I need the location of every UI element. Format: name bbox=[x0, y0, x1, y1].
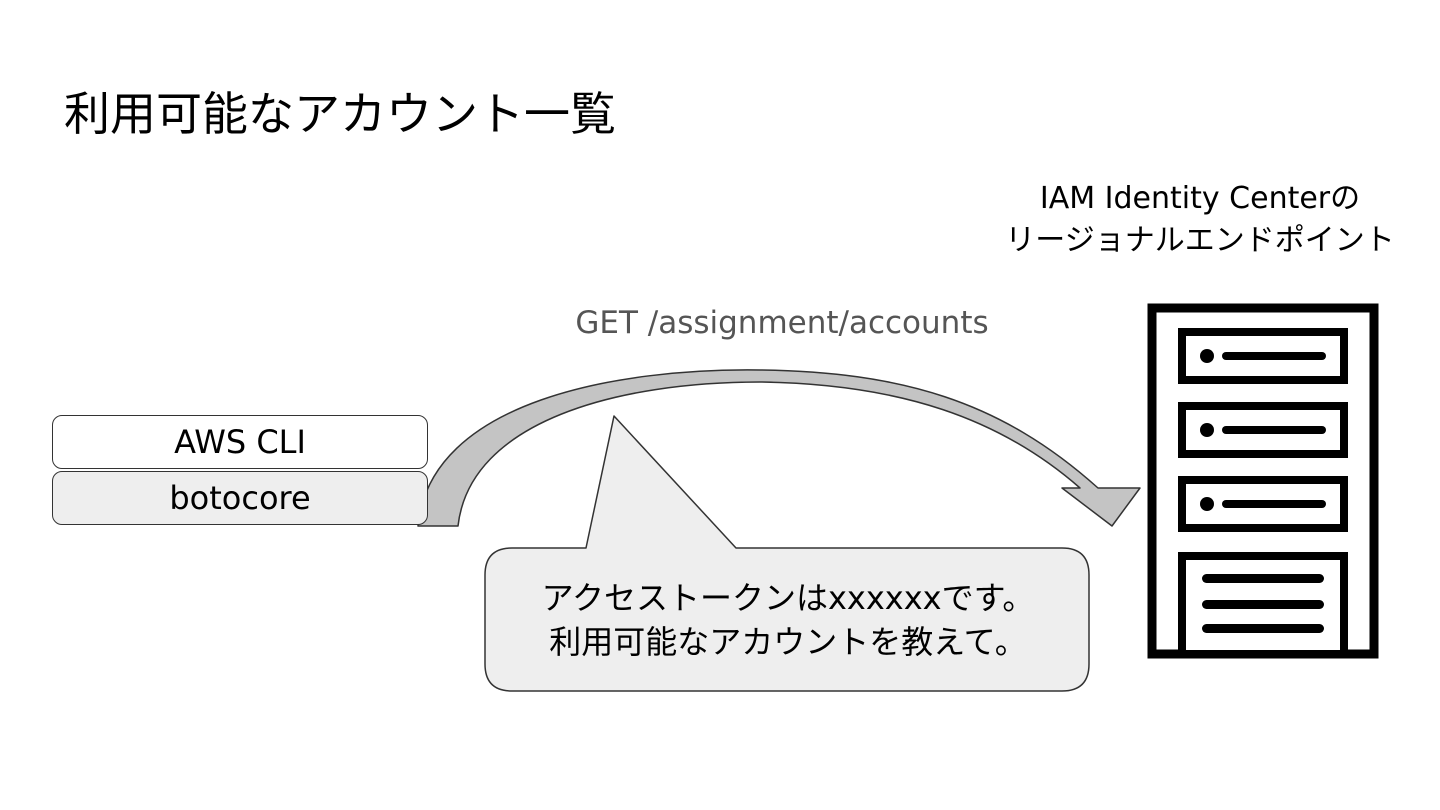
speech-bubble-line2: 利用可能なアカウントを教えて。 bbox=[549, 623, 1027, 661]
botocore-box: botocore bbox=[52, 471, 428, 525]
aws-cli-label: AWS CLI bbox=[174, 423, 306, 461]
endpoint-label-line2: リージョナルエンドポイント bbox=[1005, 223, 1395, 258]
slide-title: 利用可能なアカウント一覧 bbox=[64, 87, 616, 141]
speech-bubble-line1: アクセストークンはxxxxxxです。 bbox=[541, 579, 1035, 617]
request-label: GET /assignment/accounts bbox=[575, 305, 989, 341]
speech-bubble bbox=[484, 415, 1090, 692]
endpoint-label-line1: IAM Identity Centerの bbox=[1039, 181, 1361, 216]
aws-cli-box: AWS CLI bbox=[52, 415, 428, 469]
request-arrow bbox=[417, 369, 1141, 527]
speech-bubble-text: アクセストークンはxxxxxxです。 利用可能なアカウントを教えて。 bbox=[486, 576, 1090, 664]
server-rack-icon bbox=[1147, 303, 1379, 659]
endpoint-label: IAM Identity Centerの リージョナルエンドポイント bbox=[960, 178, 1440, 262]
botocore-label: botocore bbox=[169, 479, 311, 517]
